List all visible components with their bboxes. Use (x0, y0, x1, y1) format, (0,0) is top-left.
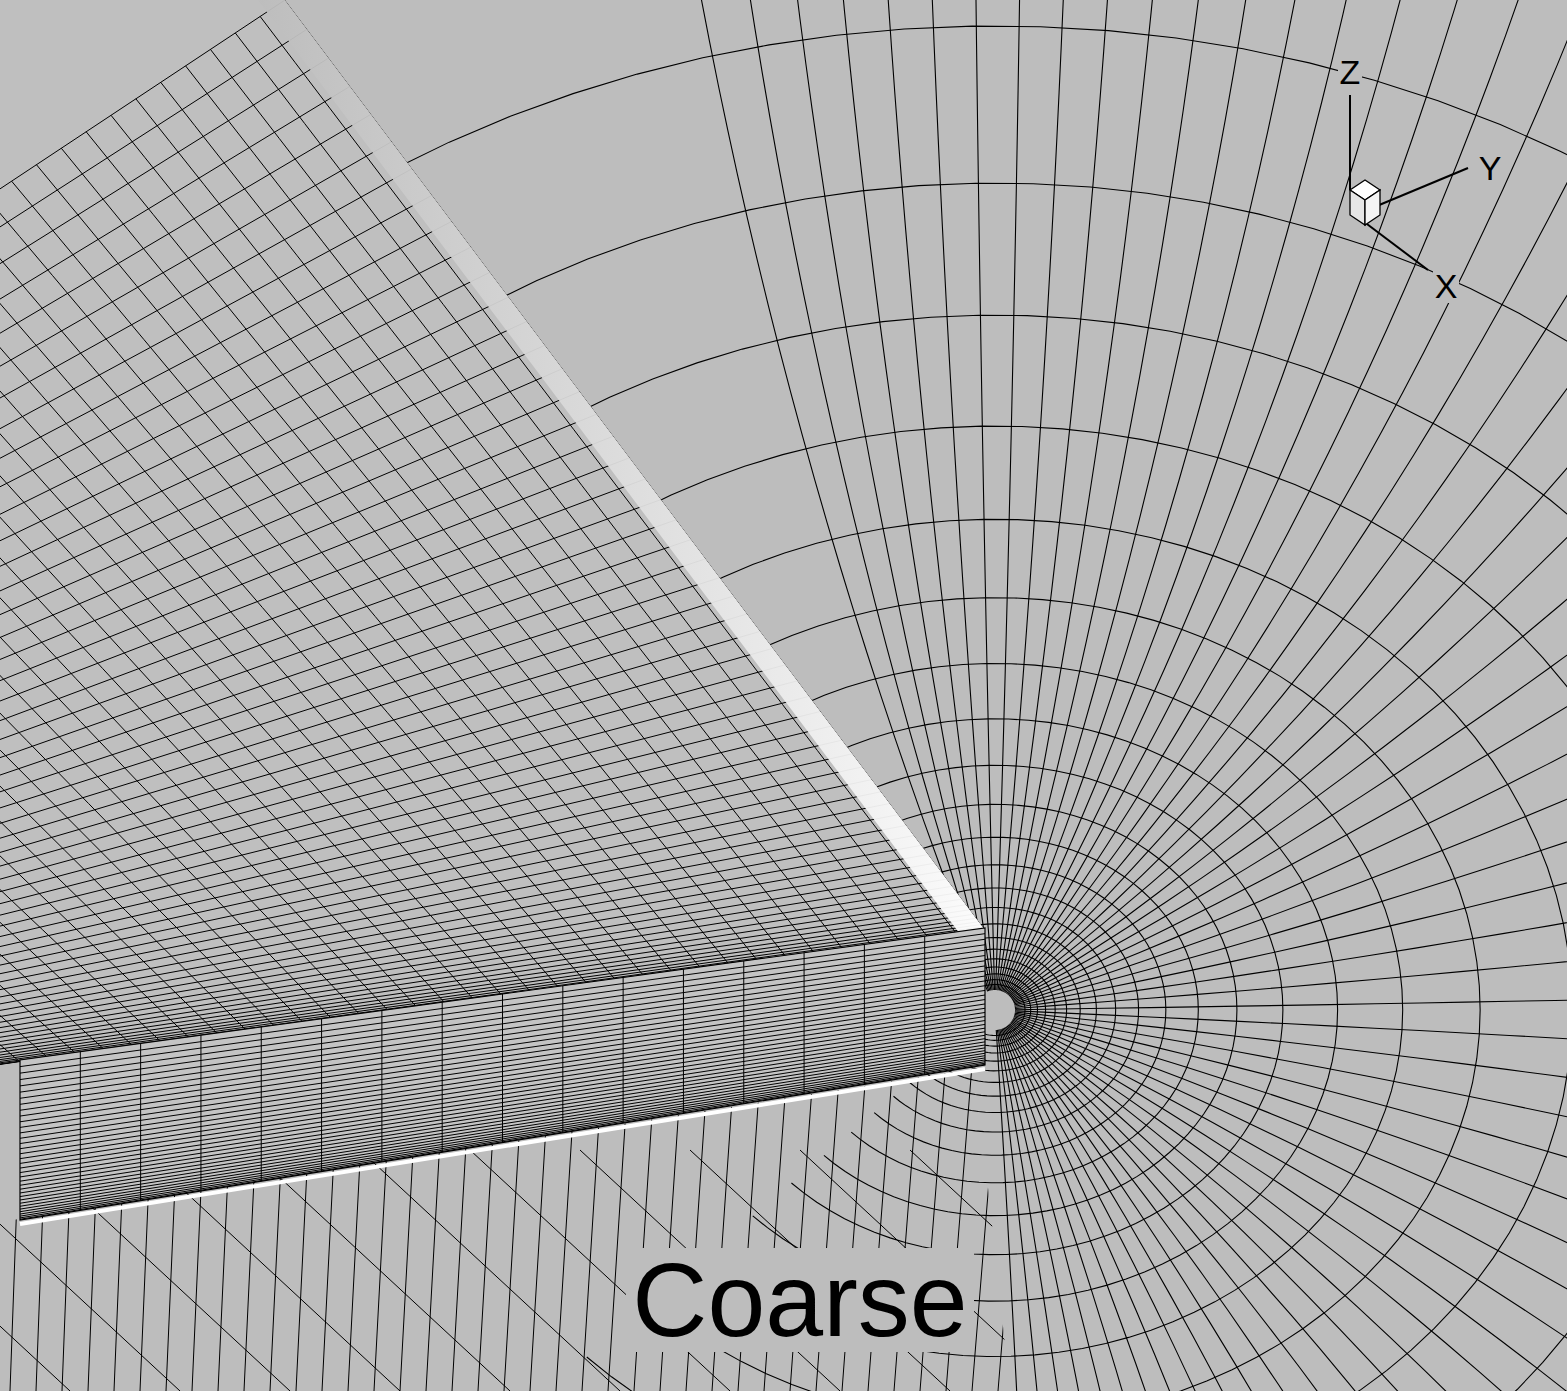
grid-level-label: Coarse (626, 1248, 973, 1352)
axis-label: Z (1338, 55, 1363, 89)
plate-edge-face (20, 928, 985, 1224)
axis-triad (1350, 95, 1468, 270)
axis-label: Y (1477, 151, 1504, 185)
axis-label: X (1433, 269, 1460, 303)
